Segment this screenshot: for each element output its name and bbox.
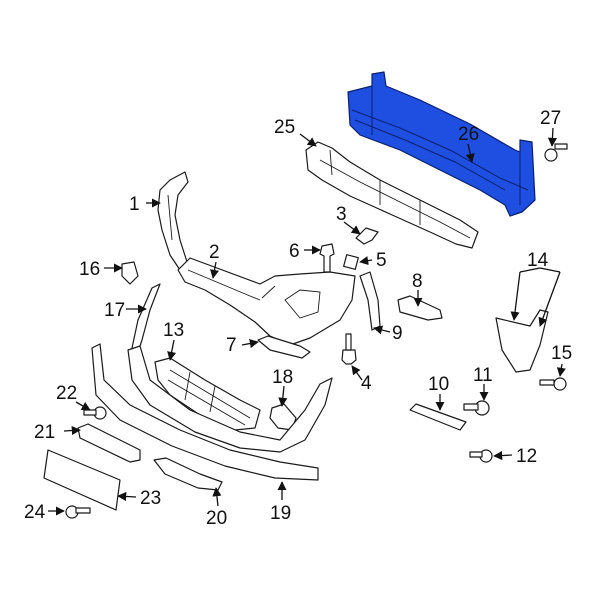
bolt-part-27[interactable] — [544, 143, 568, 162]
callout-13: 13 — [163, 320, 184, 341]
clip-part-3[interactable] — [355, 227, 379, 245]
callout-25: 25 — [274, 117, 295, 138]
screw-part-15[interactable] — [539, 377, 567, 391]
lower-grille-part-13[interactable] — [154, 357, 261, 431]
callout-4: 4 — [361, 373, 372, 394]
callout-5: 5 — [376, 250, 387, 271]
callout-11: 11 — [473, 365, 493, 386]
callout-19: 19 — [270, 503, 291, 524]
callout-6: 6 — [289, 241, 300, 262]
bumper-bracket-part-1[interactable] — [157, 171, 189, 271]
screw-part-12[interactable] — [469, 449, 493, 463]
callout-15: 15 — [551, 343, 572, 364]
callout-1: 1 — [129, 194, 140, 215]
license-bracket-part-23[interactable] — [43, 449, 121, 511]
callout-16: 16 — [79, 259, 100, 280]
lower-cover-lip — [127, 345, 333, 453]
callout-7: 7 — [226, 335, 237, 356]
bolt-part-22[interactable] — [83, 406, 107, 420]
bolt-part-4[interactable] — [341, 333, 357, 365]
callout-labels: 25 26 27 1 2 3 6 5 16 8 17 9 13 7 14 15 … — [24, 108, 572, 529]
callout-2: 2 — [209, 242, 220, 263]
impact-bar-part-26[interactable] — [347, 71, 536, 217]
side-strip-part-9[interactable] — [359, 271, 381, 331]
trim-part-20[interactable] — [153, 457, 223, 491]
callout-10: 10 — [428, 374, 449, 395]
callout-3: 3 — [336, 204, 347, 225]
bolt-part-24[interactable] — [65, 505, 91, 519]
trim-part-21[interactable] — [77, 423, 141, 463]
callout-27: 27 — [540, 108, 561, 129]
callout-23: 23 — [140, 488, 161, 509]
leader-lines — [48, 127, 566, 516]
bolt-part-6[interactable] — [319, 243, 335, 273]
sensor-part-16[interactable] — [121, 261, 139, 285]
energy-absorber-part-25[interactable] — [305, 141, 479, 249]
callout-17: 17 — [104, 300, 125, 321]
callout-8: 8 — [412, 271, 423, 292]
callout-21: 21 — [34, 422, 55, 443]
callout-22: 22 — [56, 383, 77, 404]
callout-18: 18 — [272, 367, 293, 388]
callout-24: 24 — [24, 502, 46, 523]
bracket-part-7[interactable] — [257, 335, 311, 359]
bolt-part-11[interactable] — [463, 400, 490, 416]
callout-20: 20 — [206, 508, 227, 529]
callout-9: 9 — [392, 323, 403, 344]
block-part-10[interactable] — [409, 403, 467, 431]
bumper-cover-part-2[interactable] — [177, 257, 356, 346]
callout-12: 12 — [516, 446, 537, 467]
molding-strip-part-17[interactable] — [131, 283, 161, 353]
retainer-part-5[interactable] — [343, 254, 359, 270]
lower-strip-part-21[interactable] — [91, 343, 319, 481]
mud-flap-part-14[interactable] — [495, 309, 549, 373]
callout-26: 26 — [458, 124, 479, 145]
bracket-part-8[interactable] — [397, 295, 443, 321]
callout-14: 14 — [527, 250, 549, 271]
